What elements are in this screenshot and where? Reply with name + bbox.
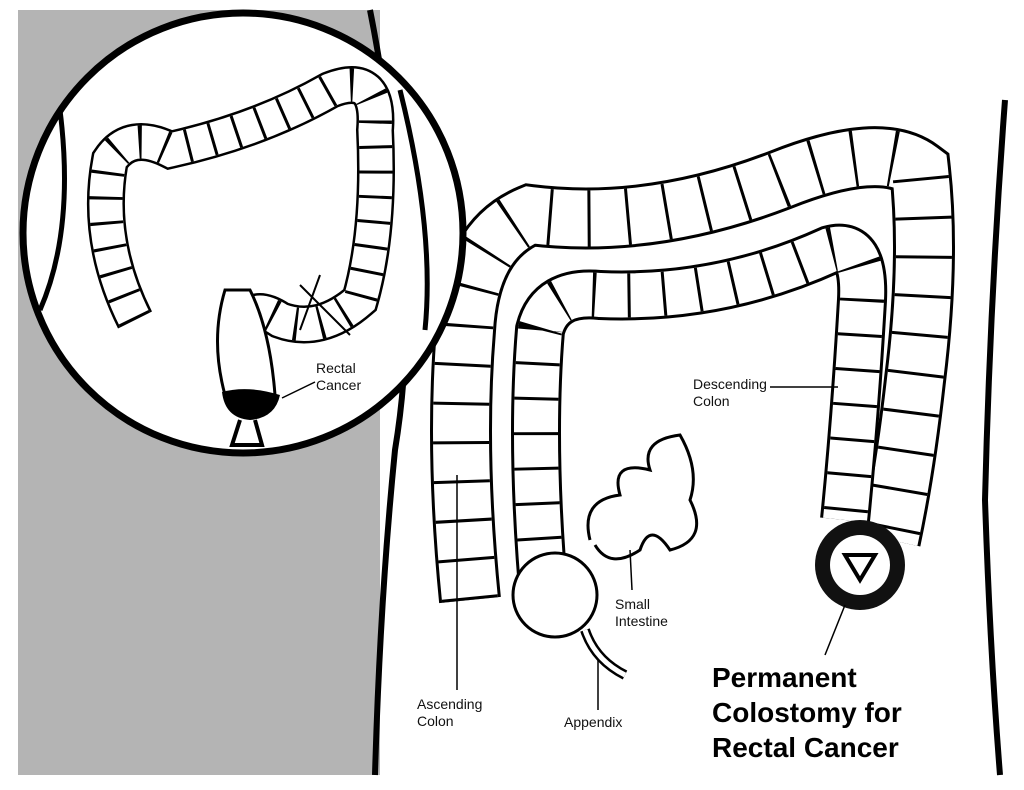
label-line: Rectal [316, 360, 356, 376]
leader-lines [456, 386, 846, 710]
label-descending-colon: Descending Colon [693, 376, 767, 410]
cecum [511, 551, 599, 639]
label-line: Intestine [615, 613, 668, 629]
title-line: Rectal Cancer [712, 732, 899, 763]
small-intestine-shape [586, 433, 699, 561]
label-line: Colon [693, 393, 730, 409]
label-line: Ascending [417, 696, 483, 712]
body-outline-right [981, 99, 1008, 776]
label-line: Small [615, 596, 651, 612]
title-line: Permanent [712, 662, 857, 693]
rectal-tumor [222, 389, 280, 420]
label-appendix: Appendix [564, 714, 623, 730]
label-line: Descending [693, 376, 767, 392]
inset-circle [19, 9, 467, 457]
label-rectal-cancer: Rectal Cancer [316, 360, 361, 394]
diagram-title: Permanent Colostomy for Rectal Cancer [712, 660, 902, 765]
appendix-shape [580, 628, 628, 680]
title-line: Colostomy for [712, 697, 902, 728]
label-small-intestine: Small Intestine [615, 596, 668, 630]
main-colon [430, 126, 955, 680]
label-line: Colon [417, 713, 454, 729]
label-ascending-colon: Ascending Colon [417, 696, 482, 730]
label-line: Cancer [316, 377, 362, 393]
